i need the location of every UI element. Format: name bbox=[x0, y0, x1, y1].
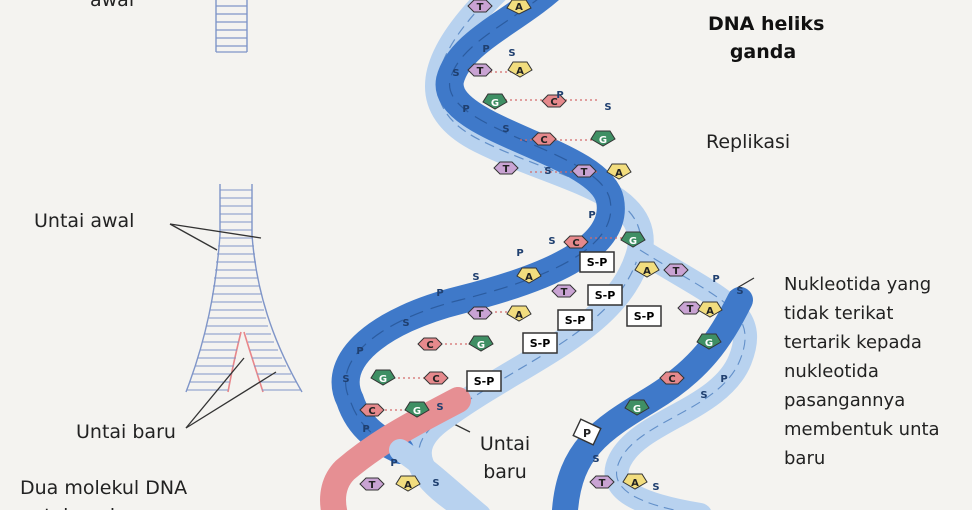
free-nucleotides-line: pasangannya bbox=[784, 390, 906, 411]
free-nucleotides-line: membentuk unta bbox=[784, 419, 940, 440]
base-label: C bbox=[668, 374, 675, 385]
new-strand-pink bbox=[320, 387, 471, 510]
base-label: C bbox=[572, 238, 579, 249]
base-label: T bbox=[673, 266, 680, 277]
helix-title-line1: DNA heliks bbox=[708, 13, 825, 35]
phosphate-label: P bbox=[356, 346, 363, 357]
sugar-label: S bbox=[604, 102, 611, 113]
free-nucleotides-line: Nukleotida yang bbox=[784, 274, 932, 295]
sugar-label: S bbox=[342, 374, 349, 385]
helix-title: DNA heliks ganda bbox=[708, 10, 825, 66]
base-label: C bbox=[426, 340, 433, 351]
phosphate-label: P bbox=[720, 374, 727, 385]
phosphate-label: P bbox=[482, 44, 489, 55]
label-new-strand-center: Untai baru bbox=[470, 430, 540, 486]
base-label: C bbox=[432, 374, 439, 385]
sugar-label: S bbox=[544, 166, 551, 177]
sp-label: S-P bbox=[634, 310, 655, 323]
base-label: A bbox=[515, 310, 523, 321]
sugar-label: S bbox=[700, 390, 707, 401]
sugar-label: S bbox=[436, 402, 443, 413]
top-ladder-schematic bbox=[215, 0, 248, 53]
base-label: T bbox=[687, 304, 694, 315]
phosphate-label: P bbox=[516, 248, 523, 259]
sugar-phosphate-units: S-P S-P S-P S-P S-P S-P bbox=[466, 251, 662, 392]
base-label: T bbox=[503, 164, 510, 175]
sugar-label: S bbox=[402, 318, 409, 329]
base-label: A bbox=[643, 266, 651, 277]
label-free-nucleotides: Nukleotida yang tidak terikat tertarik k… bbox=[784, 270, 940, 473]
helix-title-line2: ganda bbox=[729, 41, 797, 63]
sp-label: S-P bbox=[474, 375, 495, 388]
phosphate-label: P bbox=[588, 210, 595, 221]
phosphate-label: P bbox=[436, 288, 443, 299]
base-label: A bbox=[515, 2, 523, 13]
sugar-label: S bbox=[508, 48, 515, 59]
base-label: A bbox=[525, 272, 533, 283]
label-original-strand: Untai awal bbox=[34, 210, 135, 232]
label-two-molecules: Dua molekul DNA untai anak bbox=[20, 474, 187, 510]
helix-strand-dark-right bbox=[552, 287, 753, 510]
sugar-label: S bbox=[432, 478, 439, 489]
phosphate-label: P bbox=[362, 424, 369, 435]
sp-label: S-P bbox=[565, 314, 586, 327]
base-label: G bbox=[379, 374, 387, 385]
label-replication: Replikasi bbox=[706, 131, 791, 153]
base-label: T bbox=[369, 480, 376, 491]
label-new-strand-left: Untai baru bbox=[76, 421, 176, 443]
base-label: C bbox=[550, 97, 557, 108]
sp-label: S-P bbox=[595, 289, 616, 302]
base-label: T bbox=[477, 66, 484, 77]
phosphate-label: P bbox=[462, 104, 469, 115]
free-nucleotides-line: tertarik kepada bbox=[784, 332, 922, 353]
sp-label: S-P bbox=[530, 337, 551, 350]
phosphate-label: P bbox=[390, 458, 397, 469]
base-label: G bbox=[491, 98, 499, 109]
sugar-label: S bbox=[652, 482, 659, 493]
new-strand-center-line1: Untai bbox=[479, 433, 531, 455]
sugar-label: S bbox=[472, 272, 479, 283]
base-label: T bbox=[477, 309, 484, 320]
two-molecules-line1: Dua molekul DNA bbox=[20, 477, 188, 499]
sugar-label: S bbox=[548, 236, 555, 247]
new-strand-center-line2: baru bbox=[483, 461, 527, 483]
base-label: G bbox=[413, 406, 421, 417]
nucleotide-bases: T A T A G C C G T T A C G bbox=[359, 0, 723, 492]
base-label: A bbox=[615, 168, 623, 179]
sugar-label: S bbox=[736, 286, 743, 297]
base-label: A bbox=[404, 480, 412, 491]
base-label: A bbox=[631, 478, 639, 489]
free-nucleotides-line: nukleotida bbox=[784, 361, 879, 382]
phosphate-label: P bbox=[583, 427, 591, 440]
free-nucleotides-line: tidak terikat bbox=[784, 303, 894, 324]
sugar-label: S bbox=[502, 124, 509, 135]
base-label: G bbox=[633, 404, 641, 415]
pointer-lines bbox=[169, 223, 755, 433]
phosphate-label: P bbox=[712, 274, 719, 285]
base-label: G bbox=[705, 338, 713, 349]
two-molecules-line2: untai anak bbox=[20, 502, 187, 510]
base-label: T bbox=[599, 478, 606, 489]
label-top-partial: awal bbox=[90, 0, 135, 11]
base-label: T bbox=[477, 2, 484, 13]
replication-fork-schematic bbox=[185, 184, 303, 393]
base-label: T bbox=[561, 287, 568, 298]
free-nucleotides-line: baru bbox=[784, 448, 826, 469]
base-label: C bbox=[540, 135, 547, 146]
backbone-markers: S P S P S P S S P S P S P S P S P S P S … bbox=[342, 44, 743, 493]
sugar-label: S bbox=[452, 68, 459, 79]
sp-label: S-P bbox=[587, 256, 608, 269]
base-label: C bbox=[368, 406, 375, 417]
base-label: G bbox=[477, 340, 485, 351]
sugar-label: S bbox=[592, 454, 599, 465]
phosphate-label: P bbox=[556, 90, 563, 101]
base-label: A bbox=[706, 306, 714, 317]
base-label: A bbox=[516, 66, 524, 77]
base-label: G bbox=[599, 135, 607, 146]
base-label: T bbox=[581, 167, 588, 178]
base-label: G bbox=[629, 236, 637, 247]
